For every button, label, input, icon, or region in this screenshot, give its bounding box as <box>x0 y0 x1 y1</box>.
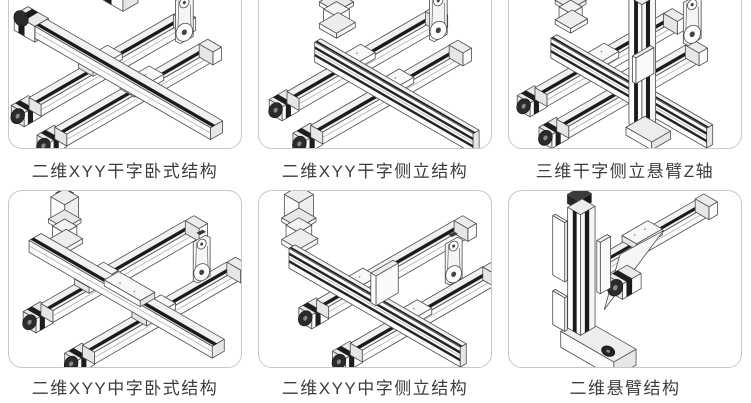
structure-diagram-cantilever <box>552 191 718 367</box>
structure-diagram-gan-side <box>268 0 480 148</box>
tile-cantilever <box>508 190 742 368</box>
tile-gan-side-z <box>508 0 742 149</box>
structure-diagram-zhong-horizontal <box>22 191 241 367</box>
tile-zhong-side <box>258 190 492 368</box>
tile-gan-horizontal <box>8 0 242 149</box>
tile-caption: 二维XYY干字卧式结构 <box>31 162 219 181</box>
tile-caption: 二维XYY干字侧立结构 <box>281 162 469 181</box>
tile-caption: 三维干字侧立悬臂Z轴 <box>535 162 715 181</box>
structure-diagram-gan-side-z <box>516 0 714 148</box>
tile-gan-side <box>258 0 492 149</box>
structure-diagram-zhong-side <box>281 191 491 367</box>
structure-diagram-gan-horizontal <box>10 0 223 148</box>
tile-caption: 二维XYY中字侧立结构 <box>281 378 469 398</box>
tile-caption: 二维XYY中字卧式结构 <box>31 378 219 398</box>
tile-caption: 二维悬臂结构 <box>569 378 681 398</box>
tile-zhong-horizontal <box>8 190 242 368</box>
product-grid: 二维XYY干字卧式结构 二维XYY干字侧立结构 三维干字侧立悬臂Z轴 二维XYY… <box>8 0 742 403</box>
